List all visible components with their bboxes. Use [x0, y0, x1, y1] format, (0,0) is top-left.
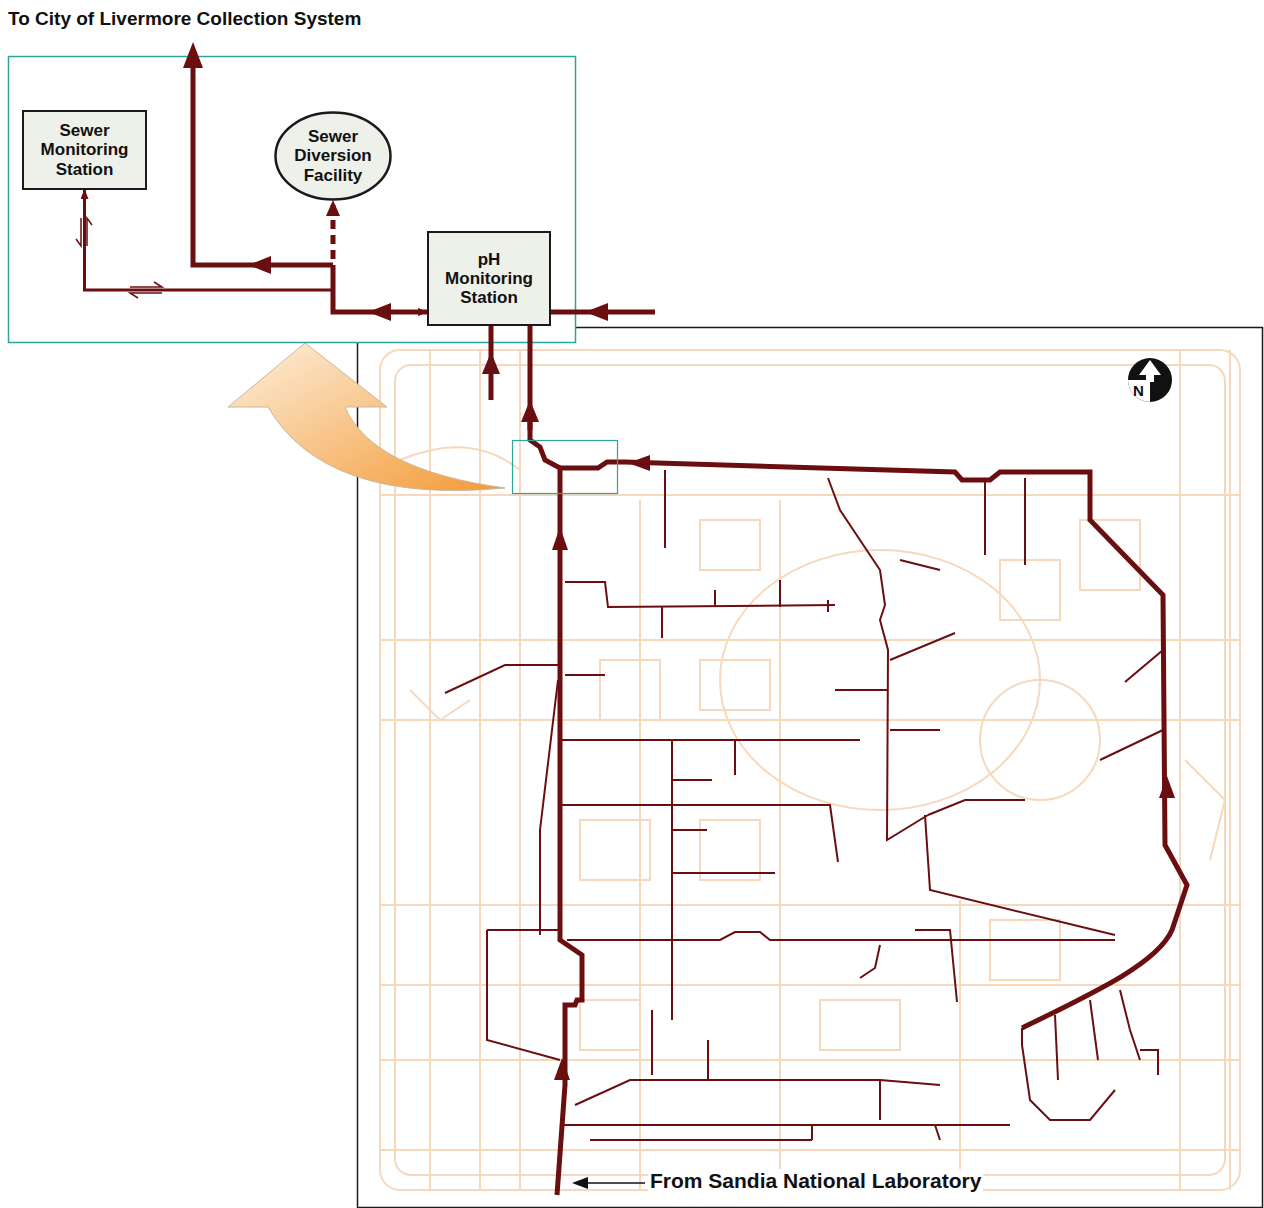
- sewer-branch: [445, 470, 1163, 1140]
- node-text: pH Monitoring Station: [433, 250, 545, 307]
- source-label: From Sandia National Laboratory: [648, 1169, 983, 1193]
- diversion-pipe: [333, 201, 427, 312]
- inset-frame: [9, 57, 576, 343]
- map-frame: [358, 328, 1263, 1208]
- diversion-facility-circle: Sewer Diversion Facility: [274, 111, 392, 201]
- destination-label: To City of Livermore Collection System: [6, 8, 363, 30]
- sewer-main: [530, 420, 1187, 1195]
- source-pointer: [572, 1177, 645, 1189]
- inset-sewer-main: [193, 66, 655, 430]
- street-grid: [380, 350, 1240, 1190]
- monitoring-station-box: Sewer Monitoring Station: [22, 110, 147, 190]
- flow-arrow: [552, 455, 1175, 1080]
- node-text: Sewer Diversion Facility: [283, 127, 382, 184]
- ph-station-box: pH Monitoring Station: [427, 231, 551, 326]
- monitoring-pipe: [85, 190, 428, 312]
- inset-marker: [513, 441, 618, 494]
- bidirectional-symbol: [76, 218, 162, 298]
- node-text: Sewer Monitoring Station: [28, 121, 141, 178]
- north-label: N: [1131, 382, 1146, 399]
- circle-outline: [276, 113, 391, 200]
- north-arrow: [1128, 358, 1172, 402]
- inset-flow-arrow: [183, 42, 608, 422]
- zoom-arrow: [228, 343, 505, 491]
